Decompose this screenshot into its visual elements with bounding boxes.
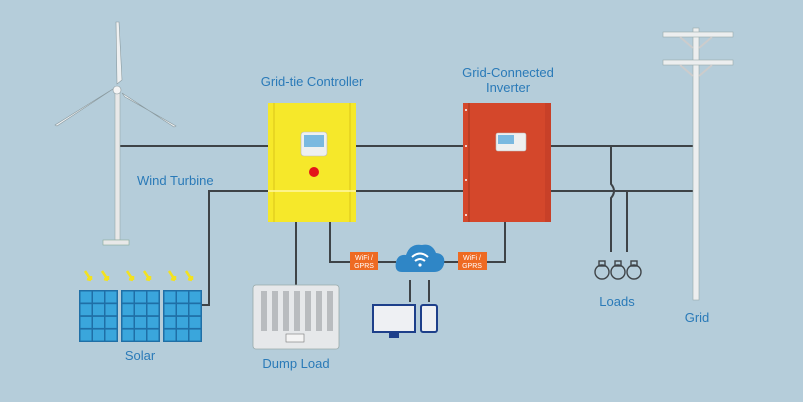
svg-text:WiFi /: WiFi /: [355, 255, 373, 262]
phone-icon: [420, 304, 438, 333]
solar-panel: [79, 290, 118, 342]
svg-text:GPRS: GPRS: [462, 263, 482, 270]
sun-ray-icon: [100, 270, 110, 282]
light-bulb-icon: [594, 260, 610, 280]
inverter-label-line2: Inverter: [486, 80, 531, 95]
wire-wifi-inverter: [487, 222, 506, 263]
controller-indicator-light: [309, 167, 319, 177]
wifi-gprs-badge-right: WiFi / GPRS: [458, 252, 487, 270]
sun-ray-icon: [125, 270, 135, 282]
solar-panels: [79, 270, 202, 342]
sun-ray-icon: [142, 270, 152, 282]
wind-turbine-label: Wind Turbine: [137, 173, 214, 188]
sun-ray-icon: [184, 270, 194, 282]
light-bulb-icon: [626, 260, 642, 280]
controller-label: Grid-tie Controller: [261, 74, 364, 89]
grid-connected-inverter[interactable]: [463, 103, 551, 222]
sun-ray-icon: [167, 270, 177, 282]
solar-label: Solar: [125, 348, 156, 363]
utility-pole: [662, 27, 734, 301]
solar-panel: [163, 290, 202, 342]
loads-label: Loads: [599, 294, 635, 309]
cloud-wifi-icon: [395, 244, 445, 272]
sun-ray-icon: [83, 270, 93, 282]
monitor-icon: [372, 304, 416, 338]
wire-load-1: [610, 146, 615, 252]
dump-load: [252, 284, 340, 350]
grid-tie-controller[interactable]: [268, 103, 356, 222]
dump-load-label: Dump Load: [262, 356, 329, 371]
wire-controller-wifi: [329, 222, 350, 263]
solar-panel: [121, 290, 160, 342]
light-bulb-icon: [610, 260, 626, 280]
wires: [118, 145, 695, 306]
wind-turbine: [54, 21, 177, 246]
wifi-gprs-badge-left: WiFi / GPRS: [350, 252, 378, 270]
load-bulbs: [594, 260, 642, 280]
inverter-label-line1: Grid-Connected: [462, 65, 554, 80]
grid-label: Grid: [685, 310, 710, 325]
svg-text:GPRS: GPRS: [354, 263, 374, 270]
svg-text:WiFi /: WiFi /: [463, 255, 481, 262]
